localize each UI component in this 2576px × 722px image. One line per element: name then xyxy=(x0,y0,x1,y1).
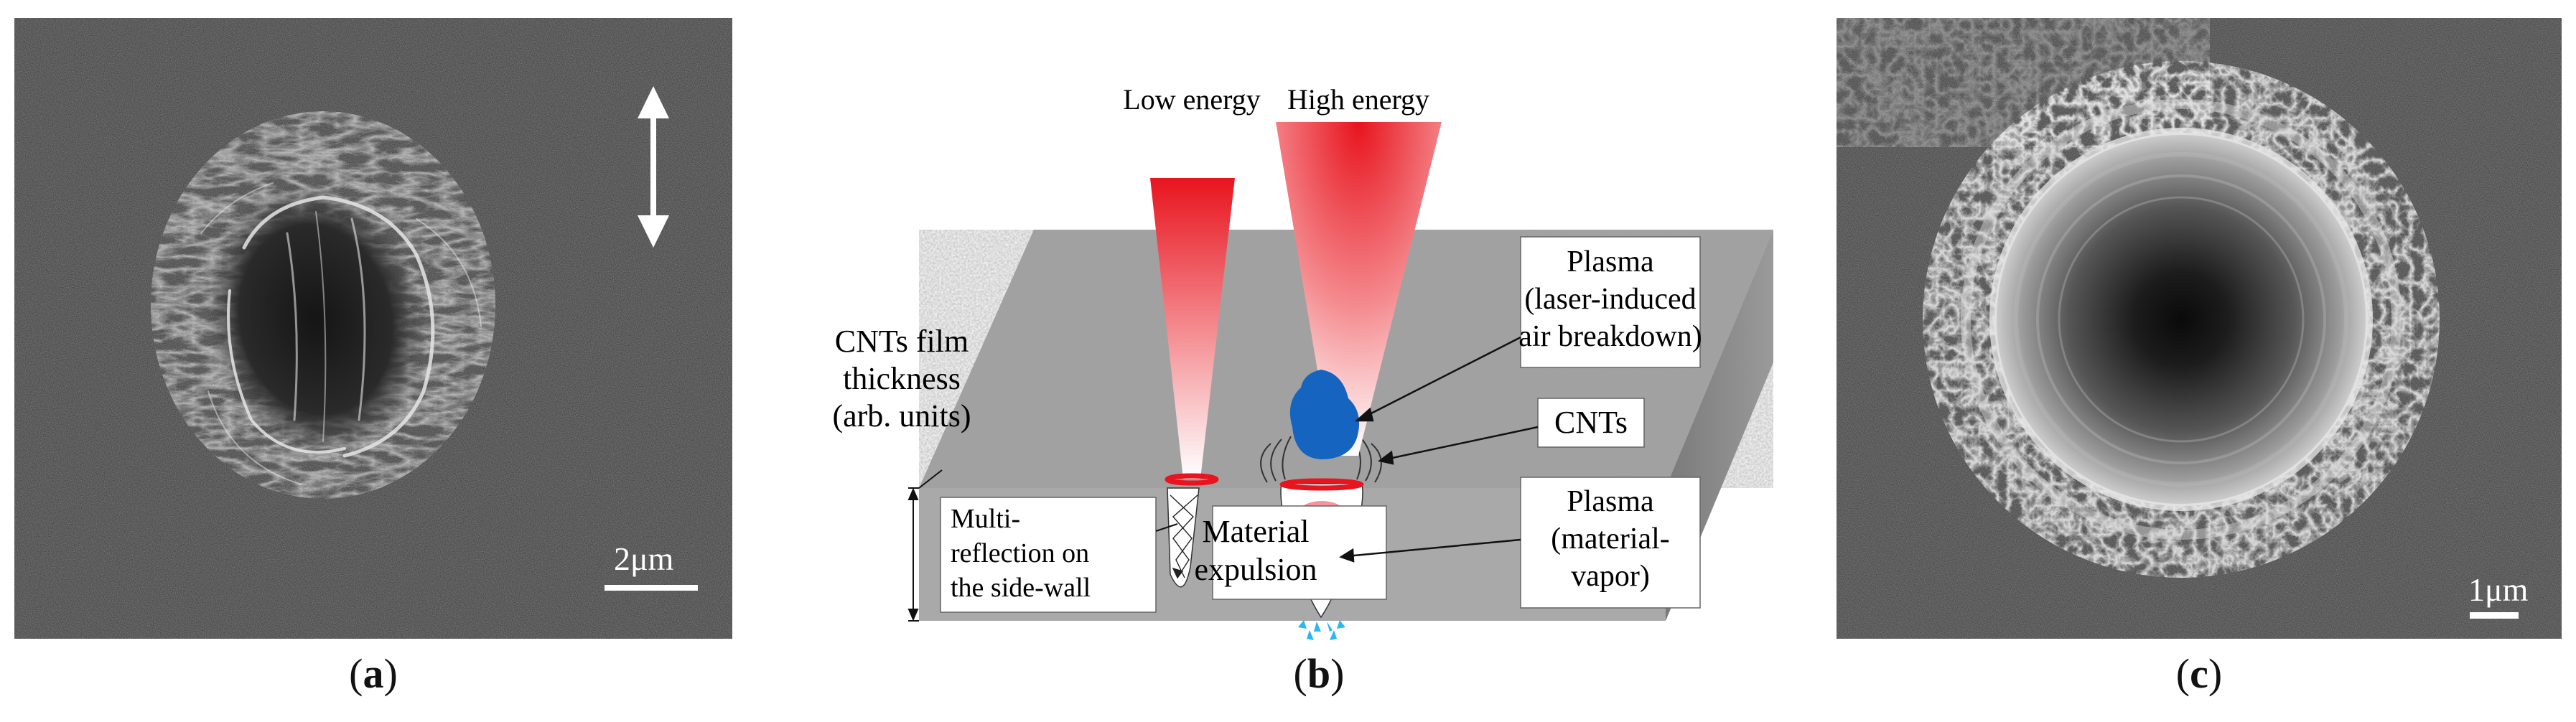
sem-image-c-drawing xyxy=(1837,18,2562,639)
svg-text:the side-wall: the side-wall xyxy=(951,573,1091,603)
svg-text:reflection on: reflection on xyxy=(951,538,1089,568)
beam-high-label: High energy xyxy=(1287,83,1429,116)
svg-text:Material: Material xyxy=(1202,514,1309,549)
plasma-air-box xyxy=(1520,236,1701,368)
cnts-box xyxy=(1537,398,1645,448)
focus-ring-high xyxy=(1279,478,1364,491)
multi-reflection-rays xyxy=(1170,494,1198,579)
caption-c: (c) xyxy=(2175,650,2223,697)
schematic-b-drawing: Low energy High energy CNTs film thickne… xyxy=(832,83,1773,640)
cnts-pointer xyxy=(1378,426,1539,465)
material-expulsion-box xyxy=(1212,505,1387,600)
svg-text:(arb. units): (arb. units) xyxy=(832,398,971,433)
beam-low-label: Low energy xyxy=(1123,83,1260,116)
plasma-vapor-label: Plasma (material- vapor) xyxy=(1551,485,1670,593)
caption-a: (a) xyxy=(349,650,398,697)
scale-bar-a xyxy=(605,585,698,591)
expulsion-particles xyxy=(1298,620,1345,640)
cnts-label: CNTs xyxy=(1554,405,1628,440)
svg-text:thickness: thickness xyxy=(843,361,961,396)
svg-text:CNTs film: CNTs film xyxy=(835,324,969,359)
hole-low xyxy=(1167,487,1200,588)
sem-image-a: 2μm xyxy=(14,18,732,639)
film-thickness-label: CNTs film thickness (arb. units) xyxy=(832,324,971,433)
material-expulsion-label: Material expulsion xyxy=(1194,514,1317,587)
plasma-vapor-pointer xyxy=(1339,538,1521,563)
svg-text:Multi-: Multi- xyxy=(951,504,1020,534)
crater-hole xyxy=(1994,133,2368,506)
focus-ring-low xyxy=(1165,473,1219,486)
svg-text:vapor): vapor) xyxy=(1571,560,1650,593)
sem-image-c: 1μm xyxy=(1837,18,2562,639)
multi-reflection-box xyxy=(940,497,1157,613)
svg-text:air breakdown): air breakdown) xyxy=(1518,320,1702,353)
plasma-air-label: Plasma (laser-induced air breakdown) xyxy=(1518,245,1702,353)
multi-reflection-label: Multi- reflection on the side-wall xyxy=(951,504,1091,603)
plasma-vapor-box xyxy=(1520,477,1701,609)
caption-b: (b) xyxy=(1293,650,1345,697)
scale-bar-c xyxy=(2470,612,2519,619)
scale-label-c: 1μm xyxy=(2468,571,2529,608)
svg-text:Plasma: Plasma xyxy=(1567,485,1654,518)
svg-text:Plasma: Plasma xyxy=(1567,245,1654,278)
thickness-dimension xyxy=(907,469,943,622)
sem-image-a-drawing xyxy=(14,18,732,639)
scale-label-a: 2μm xyxy=(614,540,674,577)
plasma-air-blob xyxy=(1289,370,1360,459)
svg-text:(laser-induced: (laser-induced xyxy=(1524,283,1696,316)
schematic-b: Low energy High energy CNTs film thickne… xyxy=(818,0,1795,646)
svg-text:(material-: (material- xyxy=(1551,522,1670,555)
laser-beam-low xyxy=(1150,178,1235,479)
polarization-arrow xyxy=(638,86,669,248)
laser-beam-high xyxy=(1276,122,1442,456)
plasma-air-pointer xyxy=(1354,336,1521,422)
svg-text:expulsion: expulsion xyxy=(1194,552,1317,587)
